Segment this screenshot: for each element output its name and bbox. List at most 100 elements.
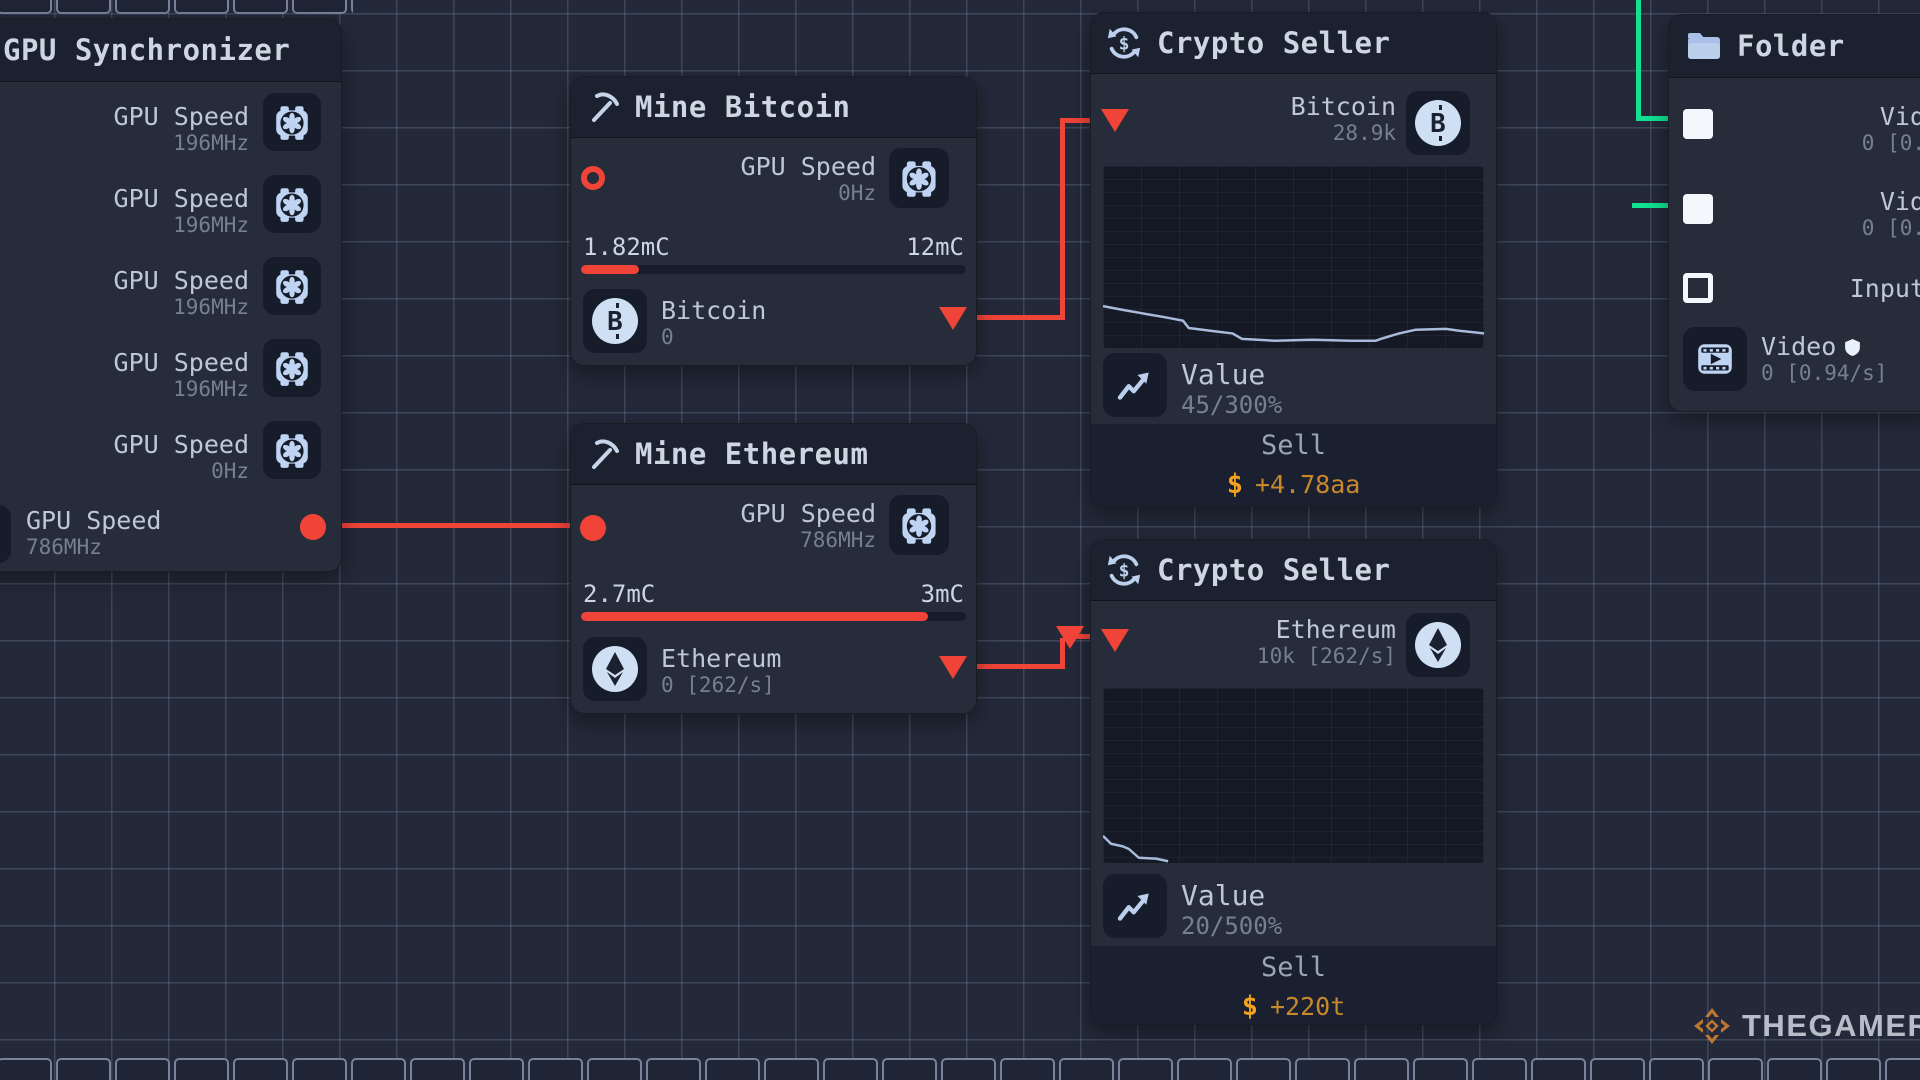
dock-tile[interactable] [410,1058,465,1080]
dock-tile[interactable] [1885,1058,1920,1080]
node-gpu-synchronizer[interactable]: GPU Synchronizer GPU Speed 196MHz [0,18,342,572]
dock-tile[interactable] [174,1058,229,1080]
sell-button[interactable]: Sell $ +4.78aa [1091,423,1496,506]
dock-tile[interactable] [469,1058,524,1080]
dock-tile[interactable] [1531,1058,1586,1080]
sell-amount: +220t [1270,992,1346,1021]
output-port-gpu-speed[interactable] [300,514,326,540]
dock-tile[interactable] [1767,1058,1822,1080]
port-value: 196MHz [173,377,249,401]
input-port-gpu-speed[interactable] [580,515,606,541]
dock-tile[interactable] [705,1058,760,1080]
dock-tile[interactable] [882,1058,937,1080]
port-label: Bitcoin [661,296,767,325]
dock-tile[interactable] [115,1058,170,1080]
dock-tile[interactable] [1236,1058,1291,1080]
dock-tile[interactable] [1118,1058,1173,1080]
dock-tile[interactable] [528,1058,583,1080]
fan-chip [263,421,321,479]
node-header[interactable]: Mine Bitcoin [571,77,976,138]
node-mine-bitcoin[interactable]: Mine Bitcoin GPU Speed 0Hz 1.82mC 12mC B… [570,76,977,366]
input-port-video-2[interactable] [1683,194,1713,224]
sell-button[interactable]: Sell $ +220t [1091,945,1496,1024]
dock-tile[interactable] [764,1058,819,1080]
dock-tile[interactable] [646,1058,701,1080]
dock-tile[interactable] [1413,1058,1468,1080]
node-header[interactable]: Mine Ethereum [571,424,976,485]
dock-tile[interactable] [351,0,353,14]
wire-green-top-v [1636,0,1641,121]
price-chart [1103,688,1484,863]
bitcoin-icon: B [592,298,638,344]
dock-tile[interactable] [292,0,347,14]
dock-tile[interactable] [587,1058,642,1080]
input-port-bitcoin[interactable] [1101,109,1129,132]
fan-chip [889,148,949,208]
bitcoin-output-text: Bitcoin 0 [661,296,767,350]
output-port-ethereum[interactable] [939,656,967,679]
progress-max: 3mC [920,580,964,608]
dock-tile[interactable] [1177,1058,1232,1080]
watermark-brand: THEGAMER [1742,1008,1920,1043]
node-crypto-seller-bitcoin[interactable]: $ Crypto Seller Bitcoin 28.9k B [1090,12,1497,507]
fan-icon [902,508,936,544]
dock-tile[interactable] [1295,1058,1350,1080]
dock-tile[interactable] [941,1058,996,1080]
node-header[interactable]: Folder [1669,15,1920,78]
progress-bar [581,265,966,274]
dock-tile[interactable] [292,1058,347,1080]
dock-tile[interactable] [174,0,229,14]
input-port-gpu-speed[interactable] [581,166,605,190]
dock-tile[interactable] [56,0,111,14]
price-chart-line [1103,688,1484,863]
port-value: 786MHz [800,528,876,552]
dock-tile[interactable] [1472,1058,1527,1080]
gpu-speed-row-text: GPU Speed 196MHz [114,103,249,156]
dock-tile[interactable] [1826,1058,1881,1080]
dock-tile[interactable] [1354,1058,1409,1080]
input-port-generic[interactable] [1683,273,1713,303]
node-crypto-seller-ethereum[interactable]: $ Crypto Seller Ethereum 10k [262/s] [1090,539,1497,1025]
ethereum-output-text: Ethereum 0 [262/s] [661,645,781,698]
node-mine-ethereum[interactable]: Mine Ethereum GPU Speed 786MHz 2.7mC 3mC… [570,423,977,714]
port-label: Video [1761,332,1837,361]
port-value: 196MHz [173,131,249,155]
dock-tile[interactable] [1649,1058,1704,1080]
node-header[interactable]: GPU Synchronizer [0,19,341,82]
ethereum-icon [1415,622,1461,668]
node-header[interactable]: $ Crypto Seller [1091,13,1496,74]
fan-icon [276,270,308,304]
dock-tile[interactable] [1059,1058,1114,1080]
dock-tile[interactable] [351,1058,406,1080]
video-chip [1683,327,1747,391]
dock-tile[interactable] [233,1058,288,1080]
value-row-text: Value 45/300% [1181,359,1282,420]
input-port-ethereum[interactable] [1101,629,1129,652]
bitcoin-icon: B [1415,100,1461,146]
bitcoin-chip: B [1406,91,1470,155]
output-port-bitcoin[interactable] [939,307,967,330]
dock-tile[interactable] [823,1058,878,1080]
svg-text:$: $ [1119,34,1130,55]
fan-icon [0,514,2,554]
ethereum-chip [1406,613,1470,677]
sell-amount-row: $ +220t [1242,991,1346,1022]
dock-tile[interactable] [1708,1058,1763,1080]
wire-eth-miner-to-seller-v [1060,638,1065,669]
value-chip [1103,353,1167,417]
node-folder[interactable]: Folder Vid 0 [0. Vid 0 [0. Input [1668,14,1920,412]
dock-tile[interactable] [0,0,52,14]
fan-chip [889,495,949,555]
node-title: Mine Bitcoin [635,90,851,124]
dock-tile[interactable] [56,1058,111,1080]
node-title: Crypto Seller [1157,553,1391,587]
dock-tile[interactable] [115,0,170,14]
node-header[interactable]: $ Crypto Seller [1091,540,1496,601]
wire-green-mid-h [1632,203,1684,208]
dock-tile[interactable] [0,1058,52,1080]
input-port-video-1[interactable] [1683,109,1713,139]
dock-tile[interactable] [233,0,288,14]
dock-tile[interactable] [1000,1058,1055,1080]
dock-tile[interactable] [1590,1058,1645,1080]
